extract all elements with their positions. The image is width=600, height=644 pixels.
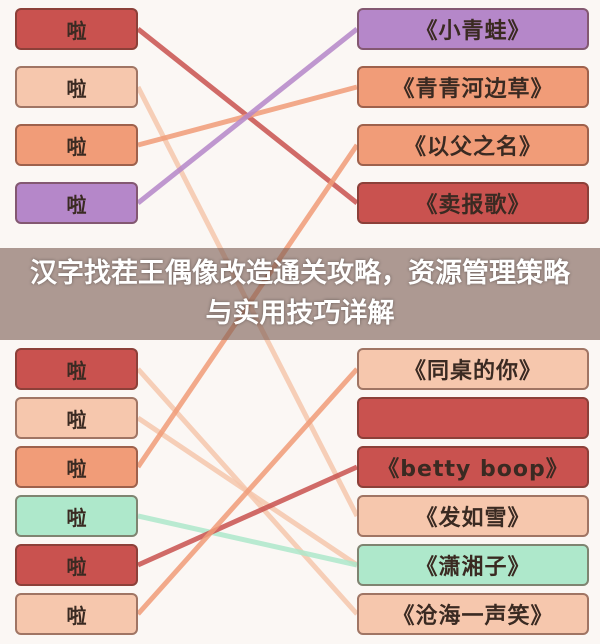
left-item[interactable]: 啦 [15,8,138,50]
right-item[interactable]: 《同桌的你》 [357,348,589,390]
right-item[interactable]: 《以父之名》 [357,124,589,166]
left-item[interactable]: 啦 [15,348,138,390]
left-item[interactable]: 啦 [15,495,138,537]
connection-line [136,464,359,568]
right-item[interactable]: 《潇湘子》 [357,544,589,586]
page-title: 汉字找茬王偶像改造通关攻略，资源管理策略与实用技巧详解 [30,258,570,329]
right-item[interactable]: 《卖报歌》 [357,182,589,224]
left-item[interactable]: 啦 [15,397,138,439]
left-item[interactable]: 啦 [15,446,138,488]
connection-line [136,367,359,616]
right-item[interactable]: 《沧海一声笑》 [357,593,589,635]
connection-line [137,513,358,568]
title-banner: 汉字找茬王偶像改造通关攻略，资源管理策略与实用技巧详解 [0,248,600,340]
right-item[interactable]: 《发如雪》 [357,495,589,537]
right-item[interactable]: 《betty boop》 [357,446,589,488]
left-item[interactable]: 啦 [15,182,138,224]
right-item[interactable]: 《小青蛙》 [357,8,589,50]
left-item[interactable]: 啦 [15,593,138,635]
right-item[interactable]: 《青青河边草》 [357,66,589,108]
left-item[interactable]: 啦 [15,544,138,586]
left-item[interactable]: 啦 [15,66,138,108]
connection-line [136,27,359,205]
right-item[interactable] [357,397,589,439]
left-item[interactable]: 啦 [15,124,138,166]
